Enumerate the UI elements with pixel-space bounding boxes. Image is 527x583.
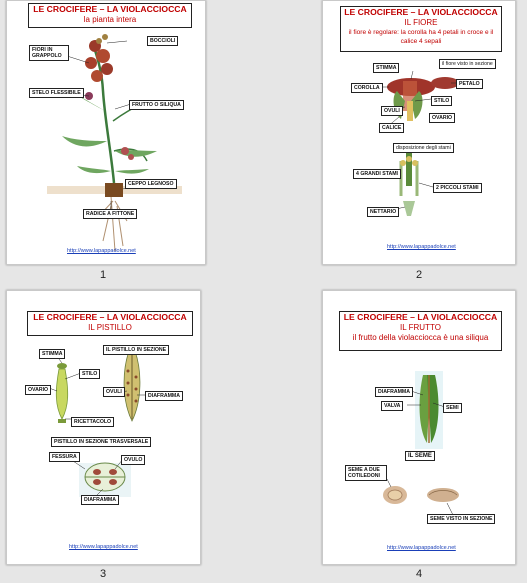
page-number-2: 2 bbox=[415, 269, 423, 281]
page-number-1: 1 bbox=[99, 269, 107, 281]
page-link[interactable]: http://www.lapappadolce.net bbox=[69, 544, 138, 550]
page-number-3: 3 bbox=[99, 568, 107, 580]
label-fiore-in-sezione: il fiore visto in sezione bbox=[439, 59, 496, 69]
flower-illustration bbox=[381, 70, 459, 216]
label-stilo: STILO bbox=[79, 369, 101, 379]
page-note: il fiore è regolare: la corolla ha 4 pet… bbox=[348, 29, 494, 45]
label-diaframma: DIAFRAMMA bbox=[375, 387, 413, 397]
label-diaframma-1: DIAFRAMMA bbox=[145, 391, 183, 401]
label-stimma: STIMMA bbox=[39, 349, 66, 359]
label-ovulo: OVULO bbox=[121, 455, 146, 465]
label-boccioli: BOCCIOLI bbox=[147, 36, 179, 46]
label-fessura: FESSURA bbox=[49, 452, 80, 462]
page-thumbnail-1[interactable]: LE CROCIFERE – LA VIOLACCIOCCA la pianta… bbox=[6, 0, 206, 265]
page-link[interactable]: http://www.lapappadolce.net bbox=[387, 244, 456, 250]
page-subtitle: IL FRUTTO bbox=[400, 323, 441, 332]
label-2-piccoli-stami: 2 PICCOLI STAMI bbox=[433, 183, 482, 193]
label-4-grandi-stami: 4 GRANDI STAMI bbox=[353, 169, 401, 179]
label-petalo: PETALO bbox=[456, 79, 483, 89]
label-nettario: NETTARIO bbox=[367, 207, 400, 217]
label-semi: SEMI bbox=[443, 403, 462, 413]
label-stelo-flessibile: STELO FLESSIBILE bbox=[29, 88, 84, 98]
pistil-illustration bbox=[48, 350, 145, 497]
page-title: LE CROCIFERE – LA VIOLACCIOCCA bbox=[343, 312, 498, 322]
page-title-box: LE CROCIFERE – LA VIOLACCIOCCA IL FIORE … bbox=[340, 6, 502, 52]
label-stimma: STIMMA bbox=[373, 63, 400, 73]
page-subtitle: IL FIORE bbox=[404, 18, 438, 27]
label-il-seme: IL SEME bbox=[405, 451, 435, 461]
fruit-illustration bbox=[383, 371, 459, 516]
page-subtitle: la pianta intera bbox=[83, 15, 137, 24]
page-thumbnail-3[interactable]: LE CROCIFERE – LA VIOLACCIOCCA IL PISTIL… bbox=[6, 290, 201, 565]
page-thumbnail-2[interactable]: LE CROCIFERE – LA VIOLACCIOCCA IL FIORE … bbox=[322, 0, 516, 265]
label-seme-due-cotiledoni: SEME A DUE COTILEDONI bbox=[345, 465, 387, 481]
label-ovario: OVARIO bbox=[429, 113, 456, 123]
label-ovario: OVARIO bbox=[25, 385, 52, 395]
label-ovuli: OVULI bbox=[381, 106, 403, 116]
page-title: LE CROCIFERE – LA VIOLACCIOCCA bbox=[344, 7, 498, 17]
label-pistillo-in-sezione: IL PISTILLO IN SEZIONE bbox=[103, 345, 170, 355]
label-radice-a-fittone: RADICE A FITTONE bbox=[83, 209, 138, 219]
page-title: LE CROCIFERE – LA VIOLACCIOCCA bbox=[33, 4, 187, 14]
page-subtitle: IL PISTILLO bbox=[88, 323, 132, 332]
label-stilo: STILO bbox=[431, 96, 453, 106]
label-ricettacolo: RICETTACOLO bbox=[71, 417, 115, 427]
label-ovuli: OVULI bbox=[103, 387, 125, 397]
page-number-4: 4 bbox=[415, 568, 423, 580]
page-title: LE CROCIFERE – LA VIOLACCIOCCA bbox=[33, 312, 187, 322]
page-title-box: LE CROCIFERE – LA VIOLACCIOCCA la pianta… bbox=[28, 3, 192, 28]
page-subtitle-2: il frutto della violacciocca è una siliq… bbox=[352, 333, 489, 342]
page-title-box: LE CROCIFERE – LA VIOLACCIOCCA IL FRUTTO… bbox=[339, 311, 502, 351]
label-pistillo-sezione-trasversale: PISTILLO IN SEZIONE TRASVERSALE bbox=[51, 437, 152, 447]
label-frutto-o-siliqua: FRUTTO O SILIQUA bbox=[129, 100, 184, 110]
page-title-box: LE CROCIFERE – LA VIOLACCIOCCA IL PISTIL… bbox=[27, 311, 193, 336]
label-calice: CALICE bbox=[379, 123, 405, 133]
label-valva: VALVA bbox=[381, 401, 404, 411]
label-disposizione-stami: disposizione degli stami bbox=[393, 143, 454, 153]
page-thumbnail-4[interactable]: LE CROCIFERE – LA VIOLACCIOCCA IL FRUTTO… bbox=[322, 290, 516, 565]
label-ceppo-legnoso: CEPPO LEGNOSO bbox=[125, 179, 177, 189]
label-fiori-in-grappolo: FIORI IN GRAPPOLO bbox=[29, 45, 69, 61]
label-corolla: COROLLA bbox=[351, 83, 383, 93]
label-diaframma-2: DIAFRAMMA bbox=[81, 495, 119, 505]
label-seme-visto-in-sezione: SEME VISTO IN SEZIONE bbox=[427, 514, 496, 524]
page-link[interactable]: http://www.lapappadolce.net bbox=[387, 545, 456, 551]
page-link[interactable]: http://www.lapappadolce.net bbox=[67, 248, 136, 254]
